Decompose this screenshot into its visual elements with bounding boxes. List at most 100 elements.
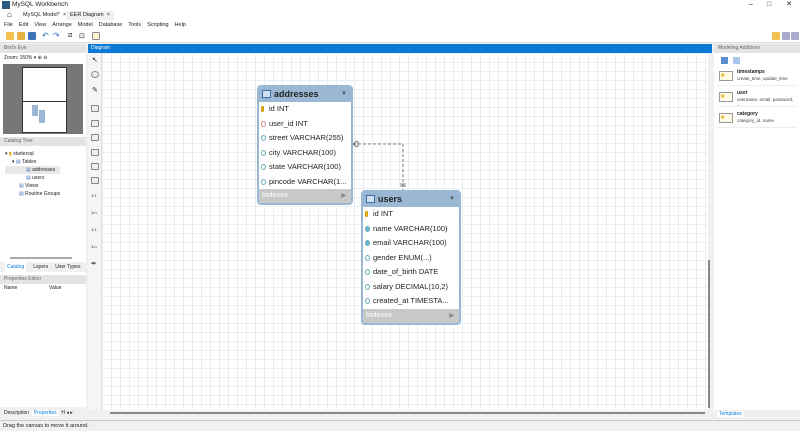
maximize-button[interactable]: □ — [766, 1, 772, 8]
menu-view[interactable]: View — [34, 22, 47, 28]
column-row[interactable]: pincode VARCHAR(1... — [259, 175, 351, 190]
view-tool-icon[interactable] — [91, 163, 99, 170]
new-model-icon[interactable] — [6, 32, 14, 40]
vertical-toolbar: ↖ ✎ 1:1 1:n 1:1 1:n ⇹ — [88, 53, 102, 410]
relationship-existing-columns-icon[interactable]: ⇹ — [91, 261, 97, 267]
column-row[interactable]: gender ENUM(...) — [363, 251, 459, 266]
menu-arrange[interactable]: Arrange — [52, 22, 72, 28]
eraser-tool-icon[interactable]: ✎ — [92, 87, 98, 94]
tree-item-routine-groups[interactable]: ▤ Routine Groups — [19, 191, 61, 197]
zoom-out-icon[interactable]: ⊖ — [43, 55, 48, 61]
catalog-tree: ▾ ▮ startersql ▾ ▤ Tables ▤ addresses ▤ … — [5, 150, 61, 198]
indexes-section[interactable]: Indexes▶ — [363, 308, 459, 323]
menu-model[interactable]: Model — [77, 22, 93, 28]
entity-header[interactable]: users▼ — [363, 192, 459, 207]
entity-header[interactable]: addresses▼ — [259, 87, 351, 102]
entity-addresses[interactable]: addresses▼ id INT user_id INT street VAR… — [257, 85, 353, 205]
redo-icon[interactable]: ↷ — [53, 31, 60, 40]
note-tool-icon[interactable] — [91, 120, 99, 127]
save-icon[interactable] — [28, 32, 36, 40]
diagram-canvas[interactable]: addresses▼ id INT user_id INT street VAR… — [102, 53, 708, 410]
relationship-1-n-id-icon[interactable]: 1:n — [91, 244, 97, 249]
tab-templates[interactable]: Templates — [717, 411, 744, 417]
birds-eye-view[interactable] — [3, 64, 83, 134]
tab-eer-diagram[interactable]: EER Diagram × — [66, 11, 114, 20]
tab-properties[interactable]: Properties — [31, 410, 59, 416]
image-tool-icon[interactable] — [91, 134, 99, 141]
tab-scroll-arrows[interactable]: H ◂ ▸ — [59, 410, 73, 416]
column-row[interactable]: street VARCHAR(255) — [259, 131, 351, 146]
tree-item-table[interactable]: ▤ addresses — [5, 166, 61, 174]
column-row[interactable]: salary DECIMAL(10,2) — [363, 280, 459, 295]
tab-label: EER Diagram — [70, 12, 104, 18]
column-row[interactable]: state VARCHAR(100) — [259, 160, 351, 175]
open-icon[interactable] — [17, 32, 25, 40]
toggle-grid-icon[interactable]: ⧄ — [68, 32, 73, 39]
relationship-1-1-id-icon[interactable]: 1:1 — [91, 227, 97, 232]
tab-description[interactable]: Description — [4, 410, 30, 416]
menu-file[interactable]: File — [4, 22, 13, 28]
sidebar-toggle-icon[interactable] — [772, 32, 780, 40]
snippet-new-icon[interactable] — [733, 57, 740, 64]
routine-group-tool-icon[interactable] — [91, 177, 99, 184]
viewport-rect[interactable] — [22, 67, 67, 133]
column-row[interactable]: name VARCHAR(100) — [363, 222, 459, 237]
snippet-insert-icon[interactable] — [721, 57, 728, 64]
toolbar: ↶ ↷ ⧄ ⊡ — [0, 30, 800, 43]
collapse-icon[interactable]: ▼ — [341, 91, 347, 97]
menu-scripting[interactable]: Scripting — [147, 22, 169, 28]
home-icon[interactable]: ⌂ — [7, 10, 12, 19]
relationship-1-n-icon[interactable]: 1:n — [91, 210, 97, 215]
menu-database[interactable]: Database — [98, 22, 123, 28]
canvas-horizontal-scrollbar[interactable] — [110, 412, 705, 414]
tree-item-schema[interactable]: ▾ ▮ startersql — [5, 151, 34, 157]
layer-tool-icon[interactable] — [91, 105, 99, 112]
table-tool-icon[interactable] — [91, 149, 99, 156]
left-sidebar: Bird's Eye Zoom: 150% ▾ ⊕ ⊖ Catalog Tree… — [0, 44, 86, 419]
tab-user-types[interactable]: User Types — [55, 264, 81, 270]
column-row[interactable]: city VARCHAR(100) — [259, 146, 351, 161]
menu-edit[interactable]: Edit — [18, 22, 29, 28]
star-icon: ★ — [719, 92, 733, 102]
tab-catalog[interactable]: Catalog — [5, 262, 27, 272]
horizontal-scrollbar[interactable] — [10, 257, 72, 259]
column-icon — [261, 178, 266, 185]
hand-tool-icon[interactable] — [91, 71, 99, 78]
tab-close-icon[interactable]: × — [62, 12, 67, 18]
tree-item-views[interactable]: ▤ Views — [19, 183, 39, 189]
align-icon[interactable]: ⊡ — [79, 33, 85, 40]
output-toggle-icon[interactable] — [782, 32, 790, 40]
collapse-icon[interactable]: ▼ — [449, 196, 455, 202]
column-row[interactable]: date_of_birth DATE — [363, 265, 459, 280]
new-note-icon[interactable] — [92, 32, 100, 40]
column-row[interactable]: email VARCHAR(100) — [363, 236, 459, 251]
menu-help[interactable]: Help — [174, 22, 186, 28]
zoom-in-icon[interactable]: ⊕ — [37, 55, 42, 61]
canvas-vertical-scrollbar[interactable] — [708, 260, 710, 408]
zoom-label: Zoom: — [4, 55, 19, 61]
tree-item-tables[interactable]: ▾ ▤ Tables — [12, 159, 37, 165]
close-button[interactable]: ✕ — [786, 1, 792, 8]
indexes-section[interactable]: Indexes▶ — [259, 189, 351, 203]
entity-users[interactable]: users▼ id INT name VARCHAR(100) email VA… — [361, 190, 461, 325]
minimize-button[interactable]: – — [749, 1, 753, 8]
relationship-line[interactable] — [102, 53, 708, 410]
column-row[interactable]: id INT — [259, 102, 351, 117]
zoom-select[interactable]: 150% — [19, 55, 33, 61]
status-bar: Drag the canvas to move it around. — [0, 420, 800, 431]
undo-icon[interactable]: ↶ — [42, 31, 49, 40]
tab-close-icon[interactable]: × — [106, 12, 110, 18]
tree-item-table[interactable]: ▤ users — [26, 175, 45, 181]
secondary-sidebar-toggle-icon[interactable] — [791, 32, 799, 40]
column-row[interactable]: created_at TIMESTA... — [363, 294, 459, 309]
menu-tools[interactable]: Tools — [128, 22, 142, 28]
column-row[interactable]: user_id INT — [259, 117, 351, 132]
tab-layers[interactable]: Layers — [33, 264, 49, 270]
relationship-1-1-icon[interactable]: 1:1 — [91, 193, 97, 198]
tab-mysql-model[interactable]: MySQL Model* × — [19, 11, 70, 20]
pointer-tool-icon[interactable]: ↖ — [92, 57, 98, 64]
column-row[interactable]: id INT — [363, 207, 459, 222]
